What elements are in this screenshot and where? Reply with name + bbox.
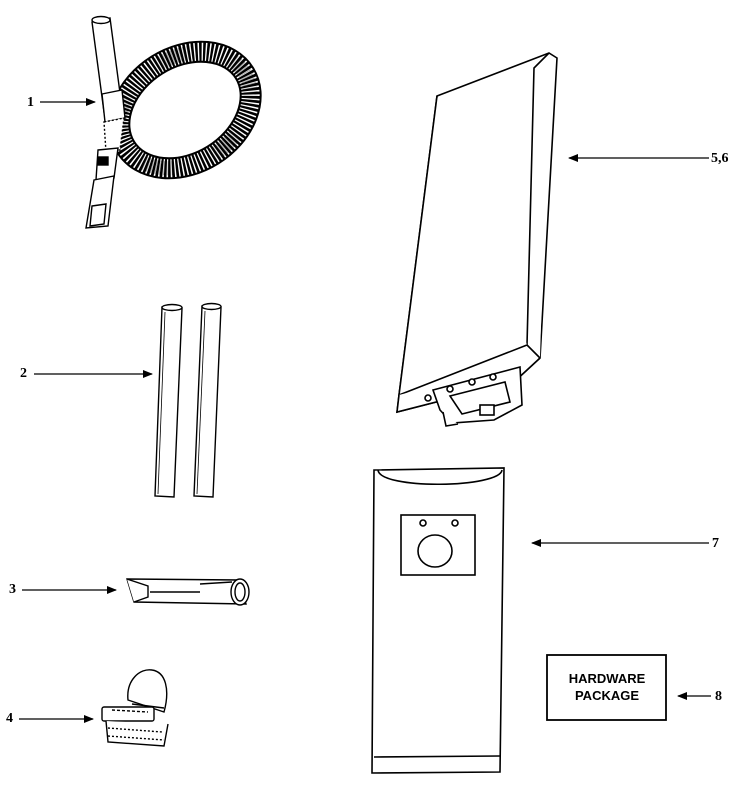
hardware-label-line2: PACKAGE [575,688,639,703]
extension-tubes [154,302,222,498]
leader-arrows [19,98,711,723]
outer-bag [396,52,558,427]
callout-3: 3 [9,582,16,597]
callout-4: 4 [6,711,13,726]
dusting-brush [101,669,169,747]
callout-2: 2 [20,366,27,381]
crevice-tool [126,578,250,606]
filter-bag [371,467,505,774]
callout-1: 1 [27,95,34,110]
callout-7: 7 [712,536,719,551]
callout-5-6: 5,6 [711,151,729,166]
hose-assembly [85,15,262,229]
callout-8: 8 [715,689,722,704]
hardware-label-line1: HARDWARE [569,671,646,686]
hardware-package: HARDWARE PACKAGE [546,654,667,721]
